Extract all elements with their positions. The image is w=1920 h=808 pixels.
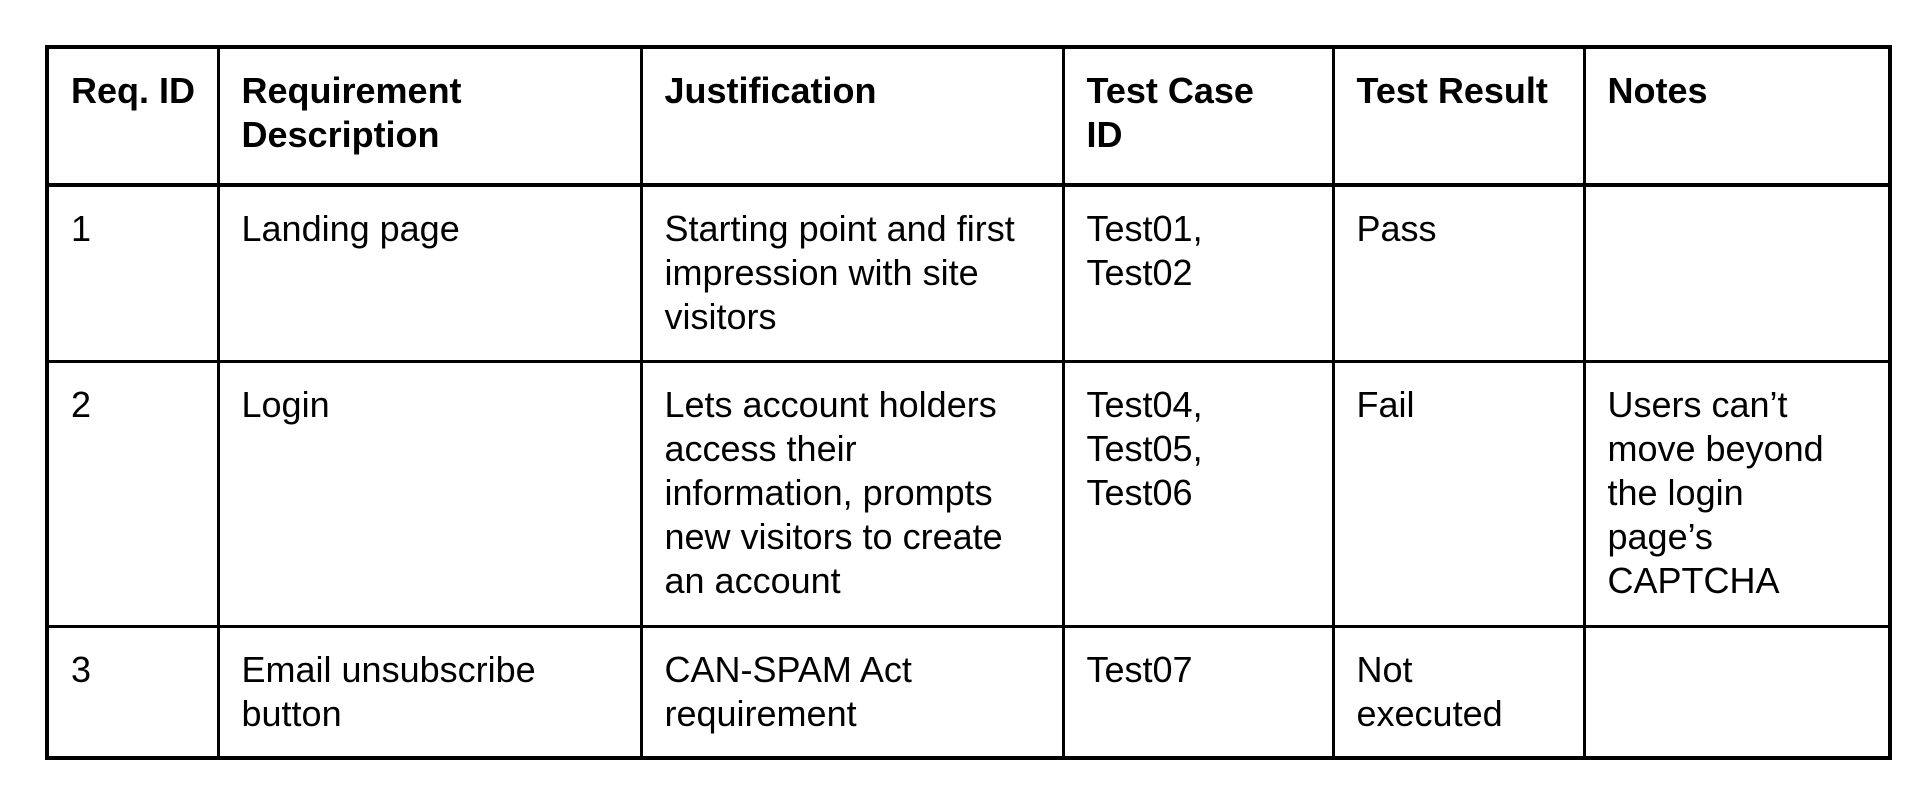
table-row: 3 Email unsubscribe button CAN-SPAM Act …	[45, 624, 1892, 760]
table-row: 2 Login Lets account holders access thei…	[45, 359, 1892, 628]
column-header-req-id: Req. ID	[45, 45, 220, 187]
cell-test-result[interactable]: Not executed	[1331, 624, 1586, 760]
column-header-test-case-id: Test Case ID	[1061, 45, 1335, 187]
cell-requirement-description[interactable]: Login	[216, 359, 643, 628]
cell-req-id[interactable]: 2	[45, 359, 220, 628]
cell-justification[interactable]: Starting point and first impression with…	[639, 183, 1065, 363]
cell-text: 1	[71, 208, 92, 249]
cell-justification[interactable]: CAN-SPAM Act requirement	[639, 624, 1065, 760]
cell-text: Pass	[1356, 208, 1437, 249]
column-header-label: Req. ID	[71, 70, 196, 111]
cell-text: CAN-SPAM Act requirement	[664, 648, 912, 734]
cell-test-case-id[interactable]: Test01, Test02	[1061, 183, 1335, 363]
cell-test-result[interactable]: Pass	[1331, 183, 1586, 363]
column-header-label: Test Case ID	[1086, 70, 1254, 155]
cell-text: Landing page	[241, 208, 460, 249]
column-header-requirement-description: Requirement Description	[216, 45, 643, 187]
cell-text: Lets account holders access their inform…	[664, 383, 1003, 601]
column-header-label: Requirement Description	[241, 70, 462, 155]
column-header-justification: Justification	[639, 45, 1065, 187]
cell-text: 2	[71, 383, 92, 425]
cell-text: Not executed	[1356, 648, 1503, 734]
cell-text: 3	[71, 648, 92, 690]
cell-notes[interactable]: Users can’t move beyond the login page’s…	[1582, 359, 1892, 628]
cell-text: Starting point and first impression with…	[664, 208, 1015, 337]
cell-test-result[interactable]: Fail	[1331, 359, 1586, 628]
cell-text: Users can’t move beyond the login page’s…	[1607, 383, 1824, 601]
cell-req-id[interactable]: 1	[45, 183, 220, 363]
cell-notes[interactable]	[1582, 624, 1892, 760]
cell-justification[interactable]: Lets account holders access their inform…	[639, 359, 1065, 628]
cell-text: Email unsubscribe button	[241, 648, 536, 734]
cell-text: Fail	[1356, 383, 1415, 425]
column-header-notes: Notes	[1582, 45, 1892, 187]
cell-text: Login	[241, 383, 330, 425]
cell-text: Test07	[1086, 648, 1193, 690]
cell-text: Test01, Test02	[1086, 208, 1203, 293]
cell-test-case-id[interactable]: Test04, Test05, Test06	[1061, 359, 1335, 628]
cell-requirement-description[interactable]: Landing page	[216, 183, 643, 363]
header-row: Req. ID Requirement Description Justific…	[45, 45, 1892, 187]
requirements-test-table: Req. ID Requirement Description Justific…	[45, 45, 1892, 760]
cell-req-id[interactable]: 3	[45, 624, 220, 760]
table-row: 1 Landing page Starting point and first …	[45, 183, 1892, 363]
column-header-label: Justification	[664, 70, 877, 111]
cell-text: Test04, Test05, Test06	[1086, 383, 1203, 513]
column-header-label: Notes	[1607, 70, 1708, 111]
column-header-test-result: Test Result	[1331, 45, 1586, 187]
cell-requirement-description[interactable]: Email unsubscribe button	[216, 624, 643, 760]
column-header-label: Test Result	[1356, 70, 1548, 111]
cell-test-case-id[interactable]: Test07	[1061, 624, 1335, 760]
cell-notes[interactable]	[1582, 183, 1892, 363]
